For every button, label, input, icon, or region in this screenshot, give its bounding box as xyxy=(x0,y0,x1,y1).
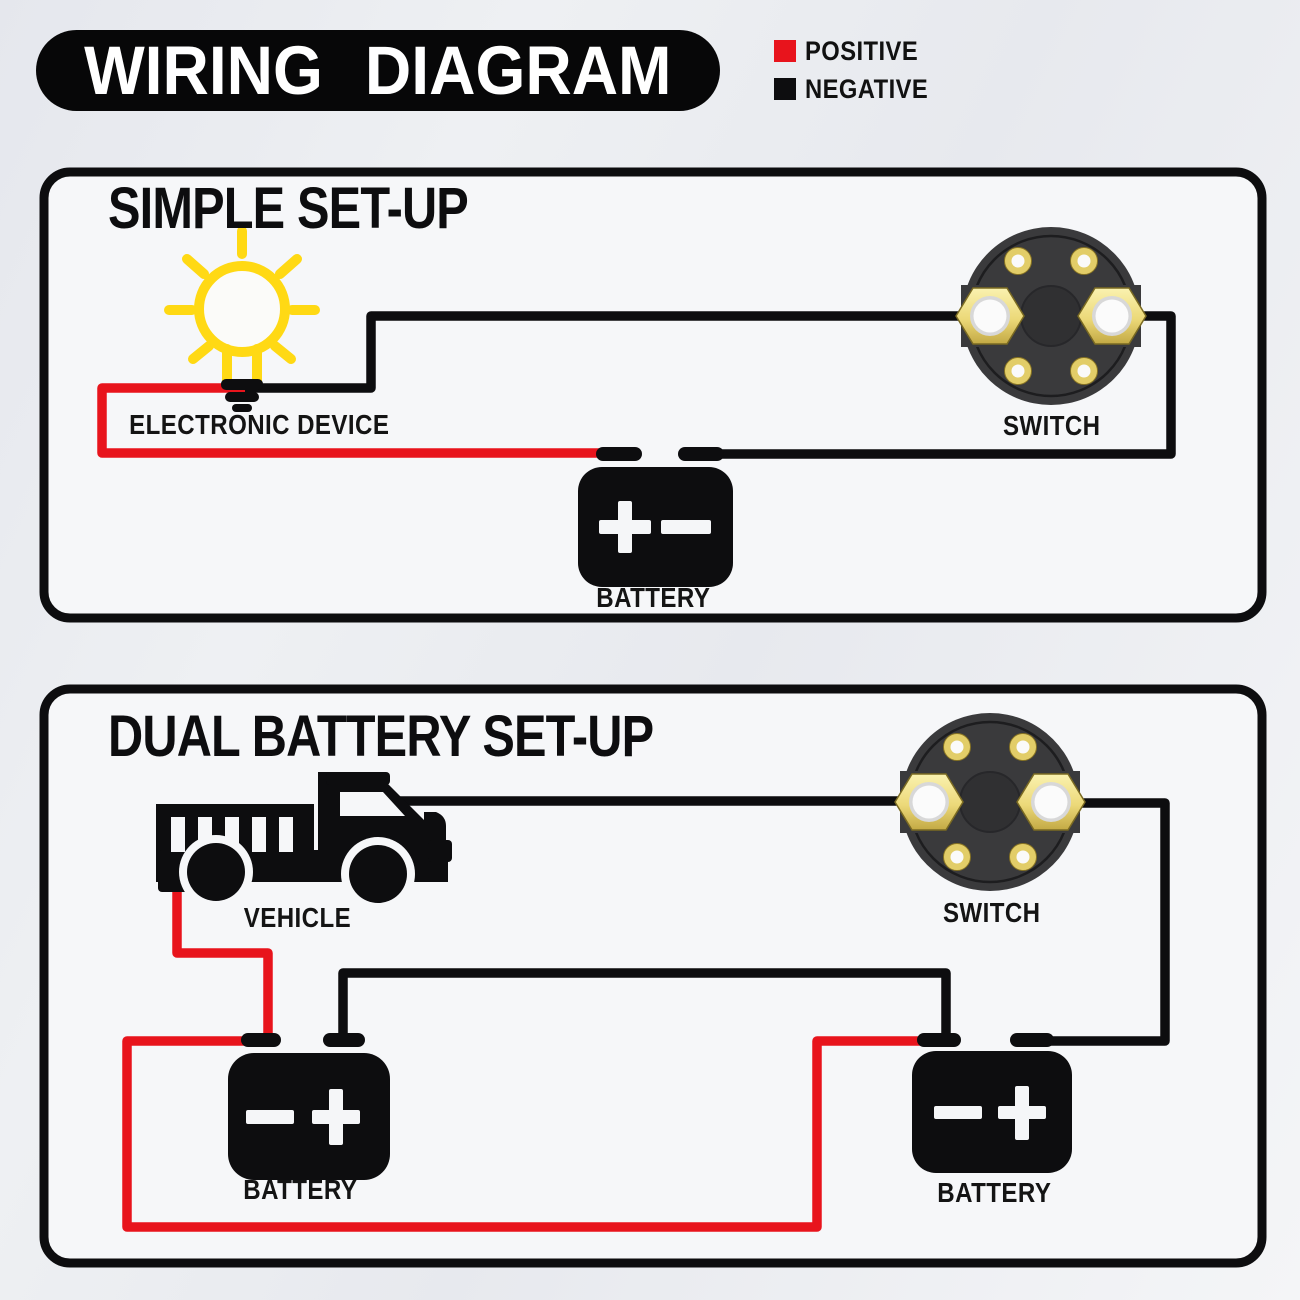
battery-right-terminal-a xyxy=(917,1033,961,1047)
wire-positive-battery-left-to-battery-right xyxy=(122,1036,938,1232)
panel-simple-frame xyxy=(39,167,1267,623)
page-title: WIRING DIAGRAM xyxy=(36,30,720,111)
vehicle-label: VEHICLE xyxy=(243,902,351,933)
battery-label-dual-right: BATTERY xyxy=(936,1177,1052,1208)
battery-label-dual-left: BATTERY xyxy=(242,1174,358,1205)
battery-terminal-negative xyxy=(678,447,724,461)
battery-left-polarity-marks xyxy=(246,1089,360,1145)
legend-negative-label: NEGATIVE xyxy=(805,73,929,104)
wire-positive-device-to-battery xyxy=(97,383,620,458)
wire-negative-switch-to-battery-right xyxy=(1035,798,1170,1046)
wire-negative-battery-left-to-battery-right xyxy=(338,968,951,1040)
wire-positive-vehicle-to-battery-left xyxy=(172,868,273,1040)
legend-positive-label: POSITIVE xyxy=(805,35,919,66)
switch-label-simple: SWITCH xyxy=(1003,410,1101,441)
legend-positive-row: POSITIVE xyxy=(774,35,945,66)
truck-icon xyxy=(156,772,452,911)
battery-label-simple: BATTERY xyxy=(595,582,711,613)
battery-icon-dual-right xyxy=(912,1033,1072,1173)
battery-right-polarity-marks xyxy=(934,1086,1046,1140)
bulb-base xyxy=(221,379,263,412)
battery-icon-simple xyxy=(578,447,733,587)
battery-terminal-positive xyxy=(596,447,642,461)
positive-color-swatch xyxy=(774,40,796,62)
light-bulb-icon xyxy=(164,226,320,385)
legend: POSITIVE NEGATIVE xyxy=(774,35,945,114)
wire-negative-device-to-switch xyxy=(245,311,990,393)
battery-left-terminal-b xyxy=(323,1033,365,1047)
panel-simple-title: SIMPLE SET-UP xyxy=(108,176,469,241)
battery-right-terminal-b xyxy=(1010,1033,1054,1047)
battery-left-terminal-a xyxy=(241,1033,281,1047)
battery-polarity-marks xyxy=(599,501,711,553)
legend-negative-row: NEGATIVE xyxy=(774,73,945,104)
electronic-device-label: ELECTRONIC DEVICE xyxy=(129,409,390,440)
battery-icon-dual-left xyxy=(228,1033,390,1180)
page-title-text: WIRING DIAGRAM xyxy=(84,32,672,109)
negative-color-swatch xyxy=(774,78,796,100)
panel-dual-title: DUAL BATTERY SET-UP xyxy=(108,704,654,769)
switch-label-dual: SWITCH xyxy=(943,897,1041,928)
